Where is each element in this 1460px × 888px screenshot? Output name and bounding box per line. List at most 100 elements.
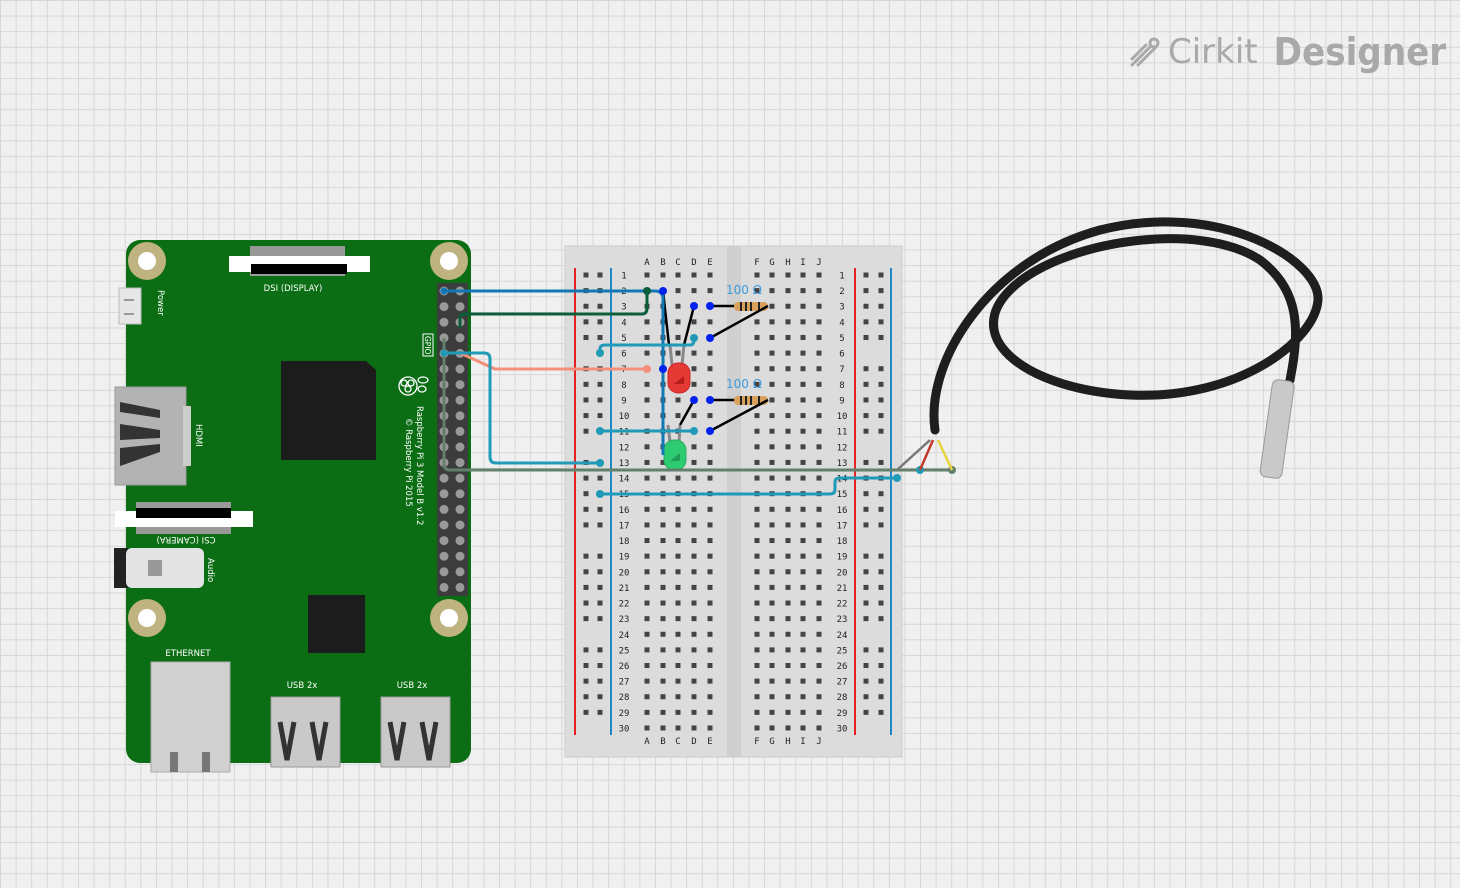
rail-hole[interactable] — [597, 600, 603, 606]
temperature-sensor-probe[interactable] — [896, 217, 1323, 479]
hole-F26[interactable] — [754, 663, 760, 668]
hole-J29[interactable] — [816, 709, 822, 715]
hole-I24[interactable] — [800, 631, 806, 637]
hole-F30[interactable] — [754, 725, 760, 731]
hole-B28[interactable] — [660, 694, 666, 700]
hole-H5[interactable] — [785, 334, 791, 340]
hole-D6[interactable] — [691, 350, 697, 356]
hole-H20[interactable] — [785, 569, 791, 575]
hole-H6[interactable] — [785, 350, 791, 356]
hole-A16[interactable] — [644, 506, 650, 512]
hole-E20[interactable] — [707, 569, 713, 575]
hole-A27[interactable] — [644, 678, 650, 684]
hole-D13[interactable] — [691, 459, 697, 465]
rail-hole[interactable] — [863, 647, 869, 653]
hole-A17[interactable] — [644, 522, 650, 528]
rail-hole[interactable] — [878, 334, 884, 340]
hole-I30[interactable] — [800, 725, 806, 731]
rail-hole[interactable] — [597, 381, 603, 387]
hole-J21[interactable] — [816, 584, 822, 590]
hole-E6[interactable] — [707, 350, 713, 356]
hole-B13[interactable] — [660, 459, 666, 465]
hole-D29[interactable] — [691, 709, 697, 715]
hole-D26[interactable] — [691, 663, 697, 668]
rail-hole[interactable] — [863, 569, 869, 575]
rail-hole[interactable] — [583, 475, 589, 481]
hole-J9[interactable] — [816, 397, 822, 403]
hole-E7[interactable] — [707, 366, 713, 372]
rail-hole[interactable] — [863, 506, 869, 512]
hole-F22[interactable] — [754, 600, 760, 606]
hole-H10[interactable] — [785, 413, 791, 419]
rail-hole[interactable] — [583, 553, 589, 559]
rail-hole[interactable] — [878, 709, 884, 715]
hole-J12[interactable] — [816, 444, 822, 450]
hole-E14[interactable] — [707, 475, 713, 481]
hole-I21[interactable] — [800, 584, 806, 590]
gpio-pin[interactable] — [439, 317, 449, 327]
gpio-pin[interactable] — [439, 520, 449, 530]
rail-hole[interactable] — [597, 397, 603, 403]
hole-A23[interactable] — [644, 616, 650, 622]
hole-C14[interactable] — [675, 475, 681, 481]
rail-hole[interactable] — [583, 334, 589, 340]
gpio-pin[interactable] — [439, 473, 449, 483]
hole-J28[interactable] — [816, 694, 822, 700]
hole-G2[interactable] — [769, 288, 775, 294]
hole-C2[interactable] — [675, 288, 681, 294]
rail-hole[interactable] — [878, 491, 884, 497]
hole-H13[interactable] — [785, 459, 791, 465]
hole-D14[interactable] — [691, 475, 697, 481]
hole-I5[interactable] — [800, 334, 806, 340]
hole-H1[interactable] — [785, 272, 791, 278]
rail-hole[interactable] — [597, 334, 603, 340]
hole-G25[interactable] — [769, 647, 775, 653]
rail-hole[interactable] — [878, 459, 884, 465]
hole-F5[interactable] — [754, 334, 760, 340]
hole-A28[interactable] — [644, 694, 650, 700]
hole-E30[interactable] — [707, 725, 713, 731]
gpio-pin[interactable] — [455, 364, 465, 374]
hole-E27[interactable] — [707, 678, 713, 684]
hole-I8[interactable] — [800, 381, 806, 387]
hole-I25[interactable] — [800, 647, 806, 653]
rail-hole[interactable] — [878, 616, 884, 622]
rail-hole[interactable] — [597, 584, 603, 590]
hole-F16[interactable] — [754, 506, 760, 512]
rail-hole[interactable] — [597, 303, 603, 309]
hole-C10[interactable] — [675, 413, 681, 419]
hole-H24[interactable] — [785, 631, 791, 637]
hole-F19[interactable] — [754, 553, 760, 559]
gpio-pin[interactable] — [455, 536, 465, 546]
hole-G14[interactable] — [769, 475, 775, 481]
rail-hole[interactable] — [878, 569, 884, 575]
rail-hole[interactable] — [597, 569, 603, 575]
rail-hole[interactable] — [583, 694, 589, 700]
hole-B20[interactable] — [660, 569, 666, 575]
hole-E10[interactable] — [707, 413, 713, 419]
hole-B1[interactable] — [660, 272, 666, 278]
rail-hole[interactable] — [878, 584, 884, 590]
gpio-pin[interactable] — [455, 551, 465, 561]
hole-F2[interactable] — [754, 288, 760, 294]
hole-D2[interactable] — [691, 288, 697, 294]
hole-F17[interactable] — [754, 522, 760, 528]
hole-G22[interactable] — [769, 600, 775, 606]
hole-A20[interactable] — [644, 569, 650, 575]
rail-hole[interactable] — [878, 694, 884, 700]
hole-I19[interactable] — [800, 553, 806, 559]
hole-G12[interactable] — [769, 444, 775, 450]
hole-H17[interactable] — [785, 522, 791, 528]
rail-hole[interactable] — [863, 600, 869, 606]
hole-A10[interactable] — [644, 413, 650, 419]
gpio-pin[interactable] — [439, 582, 449, 592]
hole-A9[interactable] — [644, 397, 650, 403]
rail-hole[interactable] — [583, 616, 589, 622]
hole-C26[interactable] — [675, 663, 681, 668]
hole-G8[interactable] — [769, 381, 775, 387]
rail-hole[interactable] — [878, 413, 884, 419]
rail-hole[interactable] — [863, 491, 869, 497]
hole-J11[interactable] — [816, 428, 822, 434]
hole-I1[interactable] — [800, 272, 806, 278]
